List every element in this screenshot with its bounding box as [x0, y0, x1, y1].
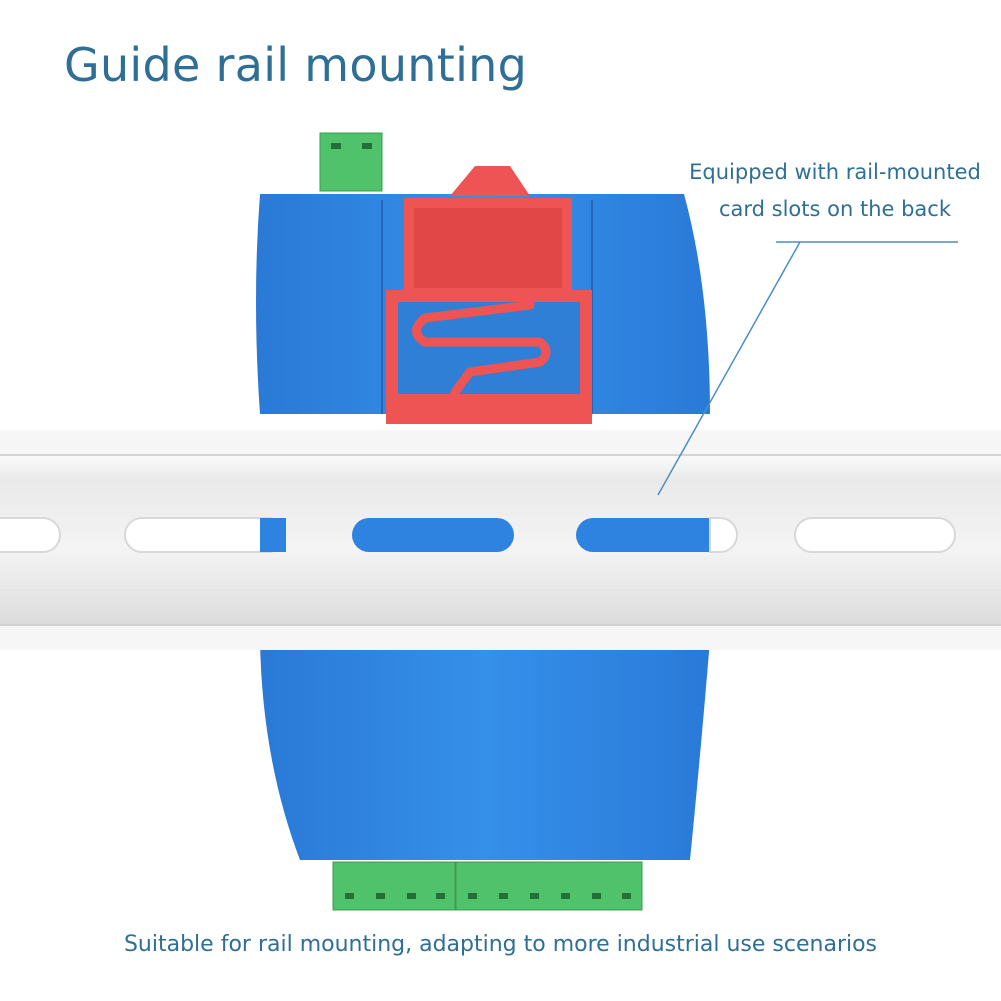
callout-line-2: card slots on the back — [718, 197, 952, 221]
top-terminal-block — [319, 132, 383, 192]
din-rail — [0, 430, 1001, 650]
bottom-terminal-blocks — [332, 861, 643, 911]
rail-clip — [386, 166, 592, 424]
lower-housing — [260, 640, 710, 860]
callout-pointer — [657, 241, 958, 496]
callout-text: Equipped with rail-mounted card slots on… — [680, 154, 990, 228]
caption: Suitable for rail mounting, adapting to … — [123, 932, 878, 957]
callout-line-1: Equipped with rail-mounted — [689, 160, 981, 184]
page-title: Guide rail mounting — [64, 38, 528, 92]
